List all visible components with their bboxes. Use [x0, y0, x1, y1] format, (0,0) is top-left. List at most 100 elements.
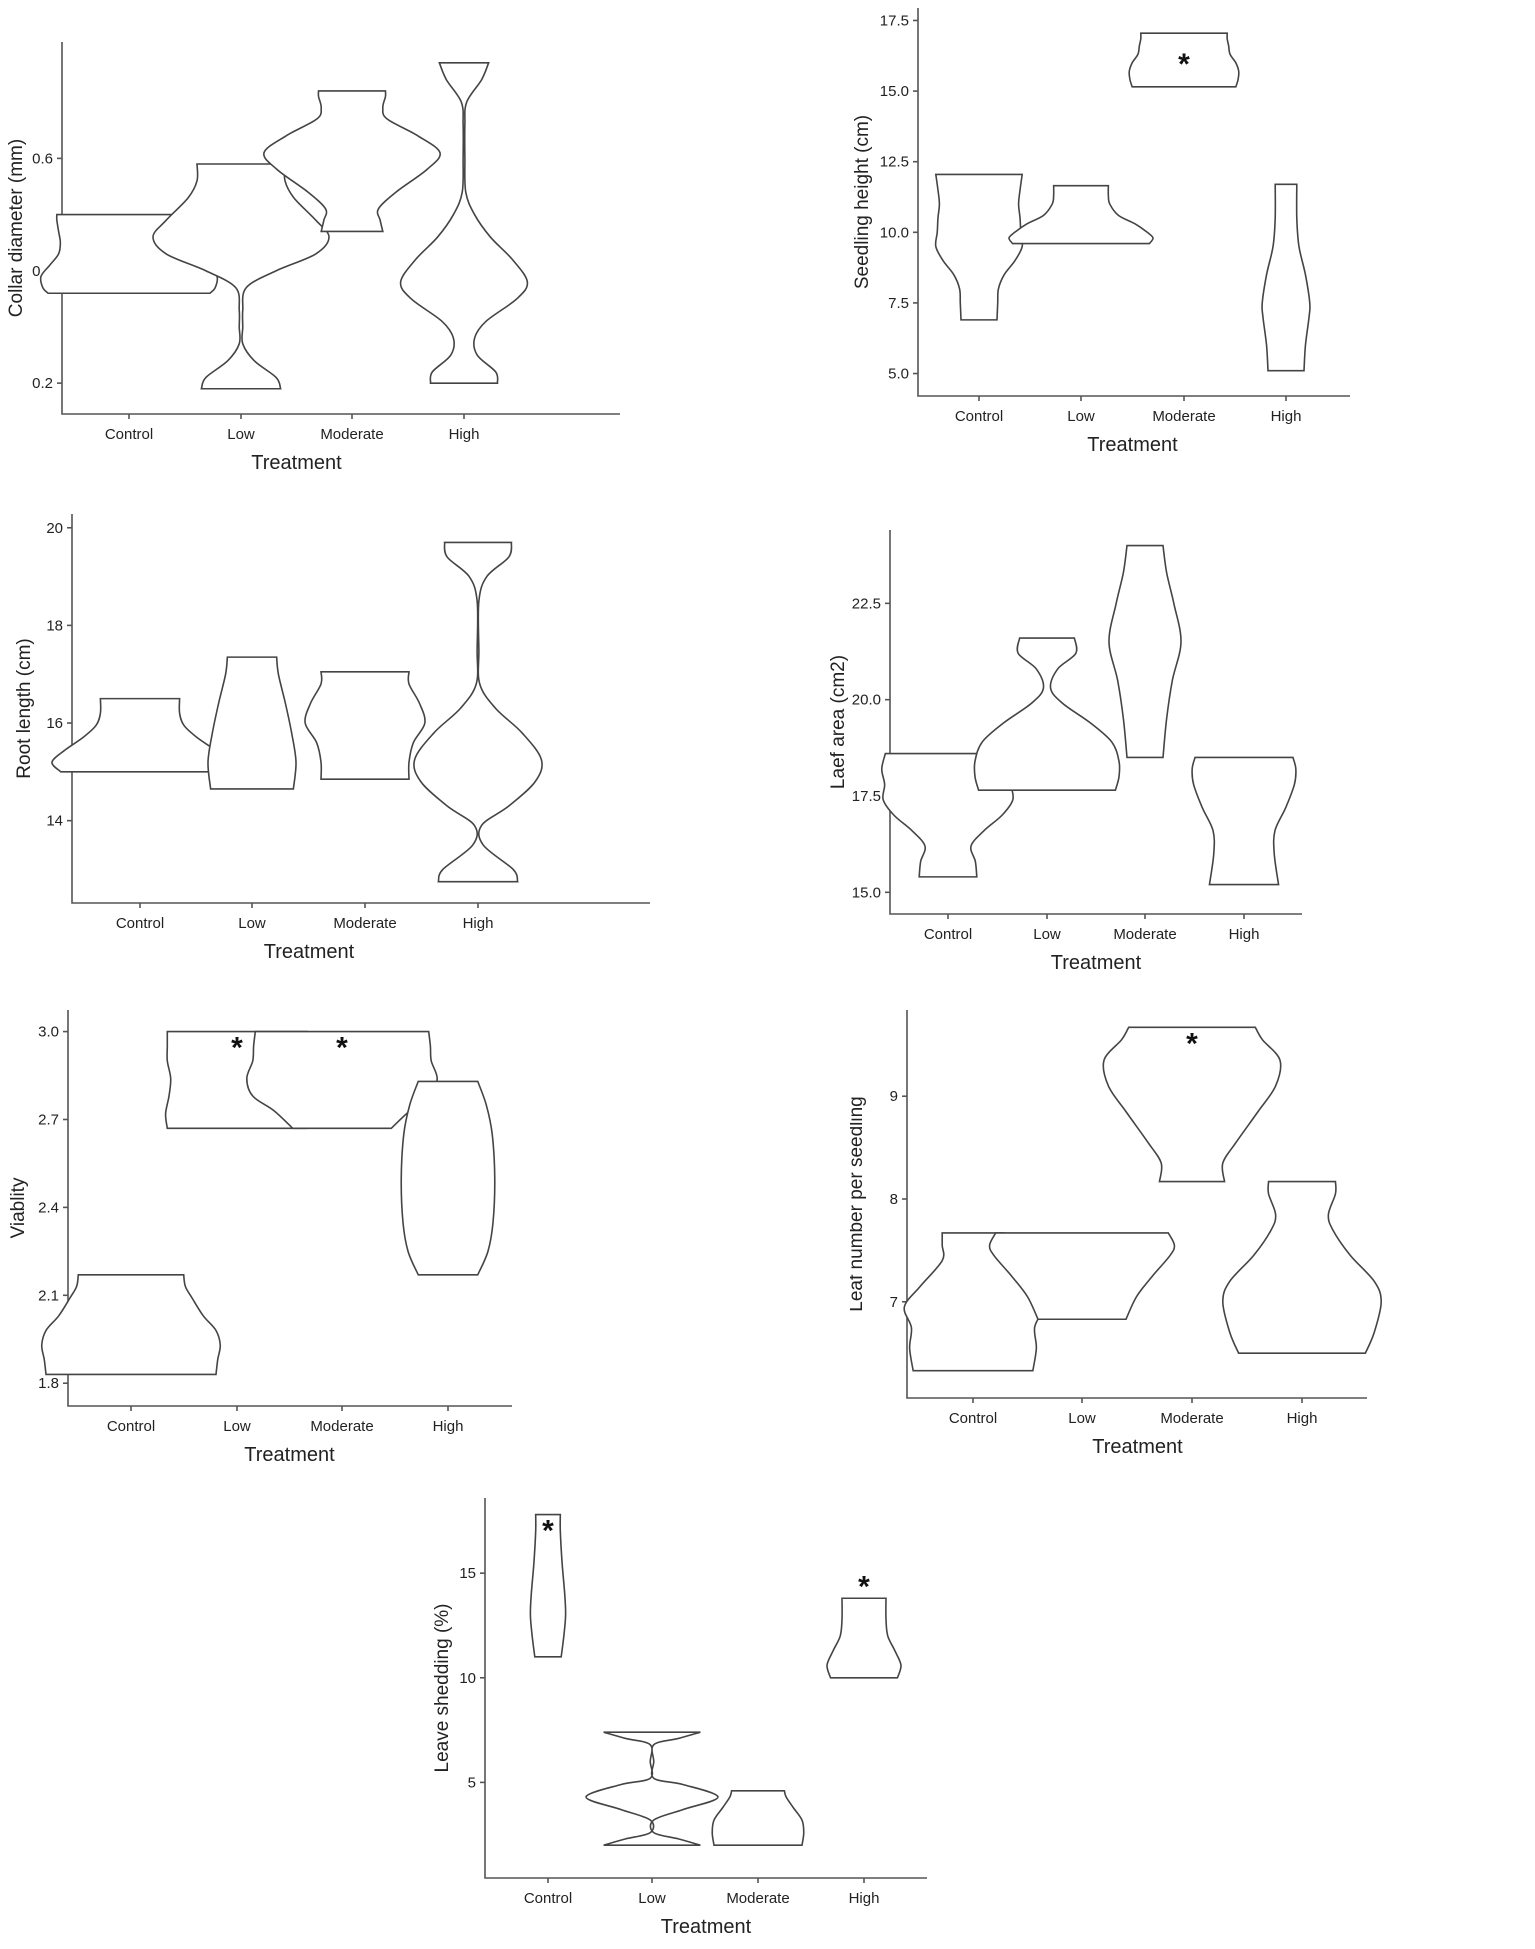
x-tick-label: Moderate — [1160, 1410, 1223, 1427]
y-axis-ticks: 1.82.12.42.73.0 — [38, 1024, 68, 1392]
y-tick-label: 15.0 — [852, 884, 881, 901]
y-axis-title: Laef area (cm2) — [828, 655, 849, 789]
y-axis-title: Root length (cm) — [14, 638, 35, 778]
x-tick-label: Control — [524, 1890, 572, 1907]
x-tick-label: High — [463, 915, 494, 932]
y-tick-label: 5.0 — [888, 366, 909, 383]
axis-lines — [484, 1498, 927, 1879]
y-tick-label: 20 — [46, 520, 63, 537]
axis-lines — [889, 530, 1302, 915]
x-tick-label: Moderate — [726, 1890, 789, 1907]
axis-lines — [61, 42, 620, 415]
significance-marker: * — [542, 1515, 554, 1548]
x-tick-label: High — [1271, 408, 1302, 425]
y-tick-label: 18 — [46, 617, 63, 634]
y-tick-label: 0.2 — [32, 375, 53, 392]
axis-lines — [71, 514, 650, 904]
y-axis-ticks: 15.0 17.5 20.0 22.5 — [852, 595, 890, 901]
y-tick-label: 22.5 — [852, 595, 881, 612]
x-axis-title: Treatment — [264, 941, 355, 963]
violin-low — [988, 1232, 1176, 1321]
x-tick-label: Control — [955, 408, 1003, 425]
violin-high — [1221, 1180, 1383, 1354]
y-tick-label: 0.6 — [32, 150, 53, 167]
y-tick-label: 17.5 — [880, 12, 909, 29]
x-axis-title: Treatment — [1051, 952, 1142, 974]
x-tick-label: Control — [924, 926, 972, 943]
axis-lines — [906, 1010, 1367, 1399]
axis-lines — [67, 1010, 512, 1407]
y-tick-label: 15 — [459, 1565, 476, 1582]
x-tick-label: Control — [949, 1410, 997, 1427]
violin-low — [1008, 184, 1154, 245]
y-tick-label: 16 — [46, 715, 63, 732]
violin-control — [51, 697, 229, 773]
significance-marker: * — [336, 1032, 348, 1065]
y-tick-label: 5 — [468, 1774, 476, 1791]
y-tick-label: 12.5 — [880, 154, 909, 171]
x-tick-label: High — [1287, 1410, 1318, 1427]
y-tick-label: 7 — [890, 1294, 898, 1311]
x-tick-label: Low — [238, 915, 266, 932]
y-axis-title: Leave shedding (%) — [432, 1604, 453, 1773]
y-tick-label: 10.0 — [880, 224, 909, 241]
violin-low — [152, 163, 330, 390]
x-tick-label: High — [849, 1890, 880, 1907]
x-axis-title: Treatment — [661, 1916, 752, 1938]
y-tick-label: 15.0 — [880, 83, 909, 100]
x-axis-title: Treatment — [1092, 1436, 1183, 1458]
x-tick-label: Control — [107, 1418, 155, 1435]
y-tick-label: 7.5 — [888, 295, 909, 312]
y-tick-label: 9 — [890, 1088, 898, 1105]
x-tick-label: Low — [1033, 926, 1061, 943]
x-tick-label: Control — [116, 915, 164, 932]
violin-high — [1261, 183, 1311, 372]
axis-lines — [917, 8, 1350, 397]
y-tick-label: 17.5 — [852, 788, 881, 805]
violin-control — [934, 173, 1024, 321]
x-tick-label: Low — [227, 426, 255, 443]
y-axis-ticks: 5.0 7.5 10.0 12.5 15.0 17.5 — [880, 12, 918, 383]
significance-marker: * — [1178, 48, 1190, 81]
x-tick-label: Low — [223, 1418, 251, 1435]
y-tick-label: 14 — [46, 813, 63, 830]
x-tick-label: Control — [105, 426, 153, 443]
x-tick-label: Moderate — [310, 1418, 373, 1435]
violin-moderate — [1108, 544, 1182, 759]
x-axis-title: Treatment — [251, 452, 342, 474]
y-axis-ticks: 14 16 18 20 — [46, 520, 72, 830]
violin-high — [413, 541, 543, 883]
y-tick-label: 20.0 — [852, 692, 881, 709]
x-tick-label: Moderate — [1152, 408, 1215, 425]
violin-low — [207, 656, 297, 790]
violin-high — [400, 1080, 496, 1276]
violin-low — [973, 637, 1121, 791]
violin-high — [399, 62, 529, 384]
violin-moderate — [263, 90, 441, 233]
x-tick-label: Moderate — [1113, 926, 1176, 943]
x-tick-label: High — [449, 426, 480, 443]
significance-marker: * — [858, 1570, 870, 1603]
violin-moderate — [711, 1789, 805, 1846]
y-tick-label: 3.0 — [38, 1024, 59, 1041]
violin-control — [40, 1273, 222, 1376]
y-tick-label: 2.1 — [38, 1287, 59, 1304]
y-axis-title: Collar diameter (mm) — [6, 139, 27, 317]
x-axis-title: Treatment — [244, 1444, 335, 1466]
